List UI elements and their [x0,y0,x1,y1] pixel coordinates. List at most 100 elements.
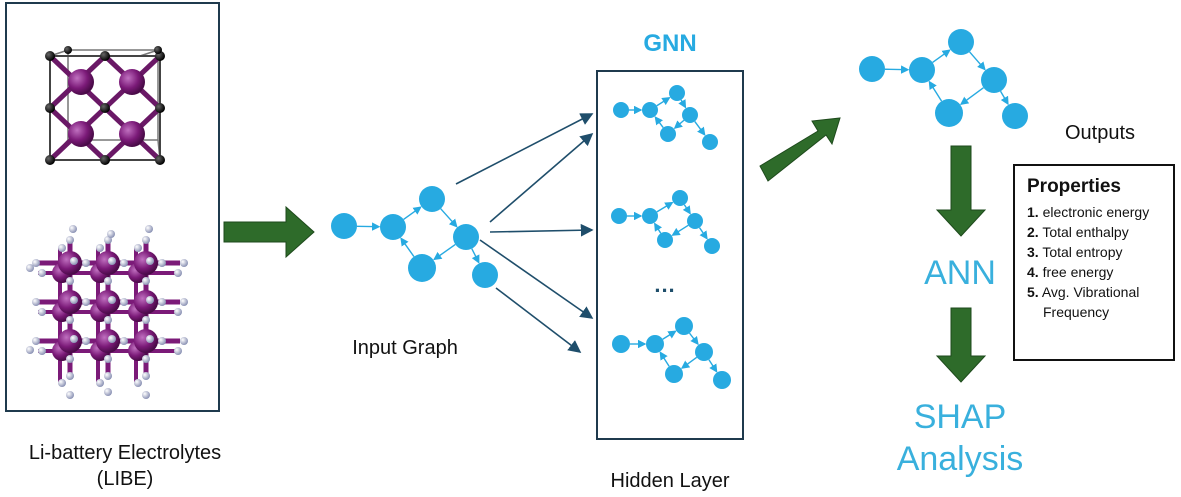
lattice-atom [142,391,150,399]
lattice-atom [108,257,116,265]
graph-node [612,335,630,353]
lattice-atom [134,244,142,252]
lattice-atom [32,298,40,306]
lattice-atom [107,230,115,238]
property-text: Avg. Vibrational [1041,284,1140,300]
graph-node [687,213,703,229]
graph-edge [471,248,480,264]
graph-node [642,102,658,118]
property-item: 1. electronic energy [1027,202,1165,222]
graph-node [909,57,935,83]
graph-node [702,134,718,150]
lattice-atom [58,290,82,314]
lattice-atom [104,388,112,396]
graph-node [642,208,658,224]
graph-node [660,126,676,142]
graph-node [408,254,436,282]
graph-edge [403,206,422,220]
lattice-atom [145,225,153,233]
graph-node [669,85,685,101]
graph-edge [654,222,663,234]
properties-list: 1. electronic energy 2. Total enthalpy 3… [1027,202,1165,322]
graph-edge [433,243,456,261]
graph-node [646,335,664,353]
lattice-atom [66,372,74,380]
lattice-atom [70,335,78,343]
green-arrow-to-graph [223,205,315,259]
graph-edge [928,80,943,102]
property-text: free energy [1042,264,1114,280]
lattice-atom [58,329,82,353]
lattice-atom [96,329,120,353]
lattice-atom [26,264,34,272]
hidden-graph-3 [612,317,731,389]
lattice-atom [26,346,34,354]
graph-edge [968,51,986,71]
green-arrow-to-output [759,117,841,182]
lattice-atom [104,236,112,244]
lattice-atom [146,335,154,343]
lattice-atom [108,296,116,304]
property-item: 3. Total entropy [1027,242,1165,262]
hidden-layer-label: Hidden Layer [610,470,730,492]
graph-node [675,317,693,335]
lattice-atom [180,298,188,306]
lattice-atom [158,298,166,306]
lattice-atom [96,251,120,275]
lattice-atom [66,355,74,363]
lattice-atom [174,347,182,355]
property-num: 5. [1027,284,1039,300]
lattice-atom [146,296,154,304]
graph-node [672,190,688,206]
property-num: 4. [1027,264,1039,280]
lattice-atom [134,379,142,387]
graph-edge [688,332,699,346]
lattice-atom [174,269,182,277]
property-num: 2. [1027,224,1039,240]
graph-edge [656,97,671,107]
graph-node [704,238,720,254]
hidden-graph-2 [611,190,720,254]
lattice-atom [174,308,182,316]
graph-node [1002,103,1028,129]
libe-label-line1: Li-battery Electrolytes [28,442,222,464]
lattice-atom [58,244,66,252]
lattice-atom [38,308,46,316]
graph-node [611,208,627,224]
green-arrow-to-shap [935,307,987,383]
input-graph [331,186,498,288]
graph-edge [959,87,984,105]
lattice-atom [32,259,40,267]
graph-node [682,107,698,123]
graph-node [713,371,731,389]
graph-node [981,67,1007,93]
lattice-atom [158,337,166,345]
lattice-atom [146,257,154,265]
green-arrow-to-ann [935,145,987,237]
outputs-label: Outputs [1064,122,1136,144]
property-text: electronic energy [1042,204,1150,220]
graph-edge [698,227,708,240]
lattice-atom [134,251,158,275]
lattice-atom [104,316,112,324]
lattice-atom [96,290,120,314]
graph-edge [932,49,951,63]
graph-edge [673,119,685,130]
graph-edge [656,201,674,213]
lattice-atom [104,372,112,380]
lattice-atom [120,259,128,267]
lattice-atom [134,290,158,314]
input-graph-label: Input Graph [352,337,458,359]
properties-box: Properties 1. electronic energy 2. Total… [1013,164,1175,361]
lattice-atom [104,277,112,285]
lattice-atom [108,335,116,343]
graph-node [331,213,357,239]
crystal-structure-bottom [26,225,188,399]
lattice-atom [66,236,74,244]
lattice-atom [104,355,112,363]
graph-edge [659,351,670,367]
graph-edge [654,116,664,129]
lattice-atom [120,337,128,345]
lattice-atom [66,277,74,285]
graph-node [935,99,963,127]
